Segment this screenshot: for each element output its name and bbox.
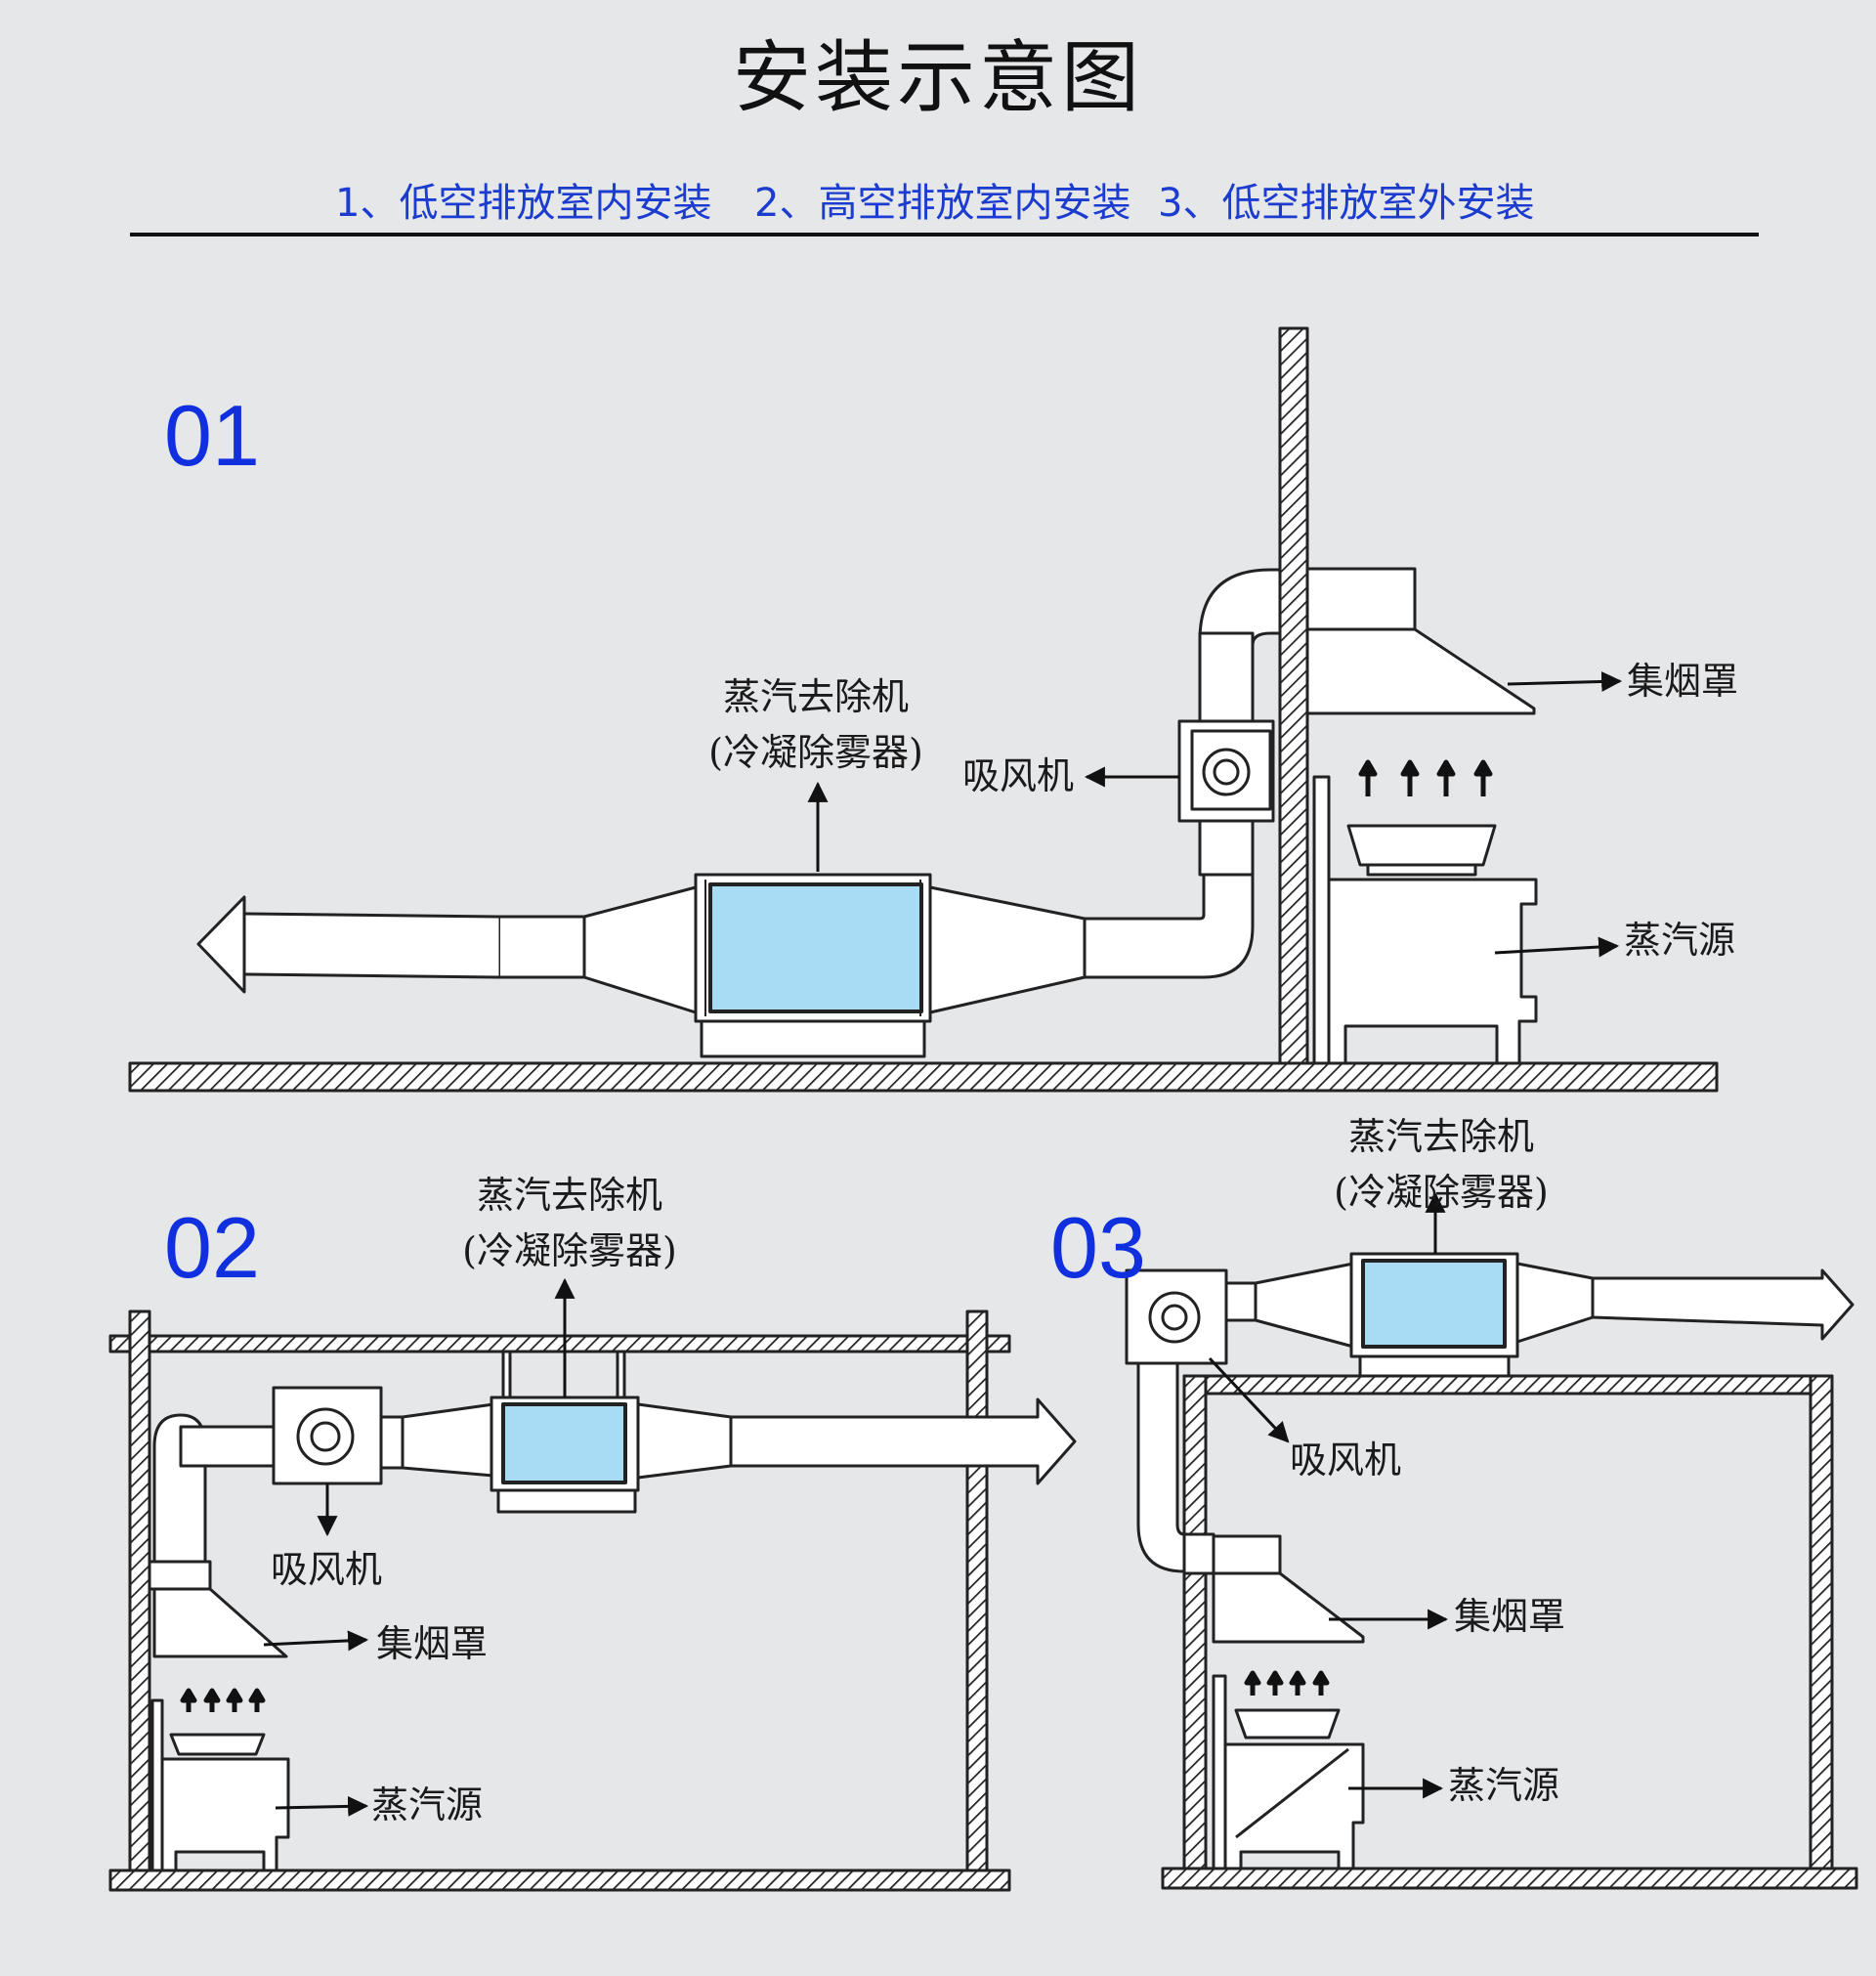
wall-01: [1278, 326, 1309, 1065]
device-label-02: 蒸汽去除机 (冷凝除雾器): [438, 1168, 702, 1279]
smoke-hood-01: [1305, 567, 1536, 715]
device-name-01: 蒸汽去除机: [722, 675, 909, 718]
roof-03: [1182, 1374, 1834, 1396]
smoke-hood-03: [1212, 1571, 1365, 1644]
page-title: 安装示意图: [733, 32, 1143, 123]
device-label-01: 蒸汽去除机 (冷凝除雾器): [684, 669, 948, 781]
source-label-02: 蒸汽源: [371, 1783, 484, 1826]
steam-source-03: [1212, 1674, 1365, 1870]
right-wall-02: [965, 1310, 989, 1872]
hood-label-03: 集烟罩: [1454, 1595, 1566, 1638]
source-label-03: 蒸汽源: [1448, 1764, 1560, 1807]
steam-arrows-02: [180, 1688, 266, 1712]
device-name-03: 蒸汽去除机: [1347, 1115, 1534, 1158]
subtitle-high-indoor: 2、高空排放室内安装: [754, 181, 1131, 226]
device-label-03: 蒸汽去除机 (冷凝除雾器): [1309, 1109, 1573, 1221]
suction-fan-01: [1177, 719, 1275, 823]
fan-label-02: 吸风机: [271, 1548, 383, 1591]
steam-arrows-01: [1358, 759, 1493, 796]
smoke-hood-02: [152, 1587, 288, 1658]
hood-label-01: 集烟罩: [1627, 660, 1739, 703]
hood-label-02: 集烟罩: [376, 1622, 489, 1665]
section-03-drawing: [1125, 1252, 1858, 1890]
section-01-drawing: [128, 326, 1719, 1093]
device-subname-02: (冷凝除雾器): [462, 1229, 677, 1272]
steam-source-02: [150, 1698, 290, 1872]
section-02-drawing: [108, 1310, 1077, 1892]
steam-arrows-03: [1244, 1670, 1330, 1696]
subtitle-low-outdoor: 3、低空排放室外安装: [1158, 181, 1535, 226]
floor-02: [108, 1869, 1011, 1892]
steam-removal-machine-02: [490, 1396, 640, 1514]
floor-01: [128, 1061, 1719, 1093]
section-number-03: 03: [1050, 1199, 1146, 1296]
fan-label-03: 吸风机: [1290, 1439, 1402, 1482]
device-subname-03: (冷凝除雾器): [1334, 1171, 1549, 1214]
section-number-01: 01: [164, 387, 260, 484]
floor-03: [1161, 1867, 1858, 1890]
device-name-02: 蒸汽去除机: [476, 1174, 662, 1217]
steam-removal-machine-01: [694, 873, 932, 1058]
section-number-02: 02: [164, 1199, 260, 1296]
suction-fan-03: [1125, 1268, 1228, 1365]
leader-arrows: [263, 670, 1623, 1817]
exhaust-outlet-01: [196, 885, 698, 1014]
ceiling-02: [108, 1334, 1011, 1353]
source-label-01: 蒸汽源: [1624, 919, 1736, 962]
device-subname-01: (冷凝除雾器): [708, 731, 923, 774]
steam-source-01: [1312, 775, 1538, 1065]
fan-label-01: 吸风机: [962, 754, 1075, 797]
subtitle-low-indoor: 1、低空排放室内安装: [335, 181, 712, 226]
left-wall-02: [128, 1310, 151, 1872]
left-wall-03: [1182, 1374, 1208, 1870]
suction-fan-02: [272, 1386, 383, 1485]
right-wall-03: [1809, 1374, 1834, 1870]
steam-removal-machine-03: [1349, 1252, 1519, 1378]
